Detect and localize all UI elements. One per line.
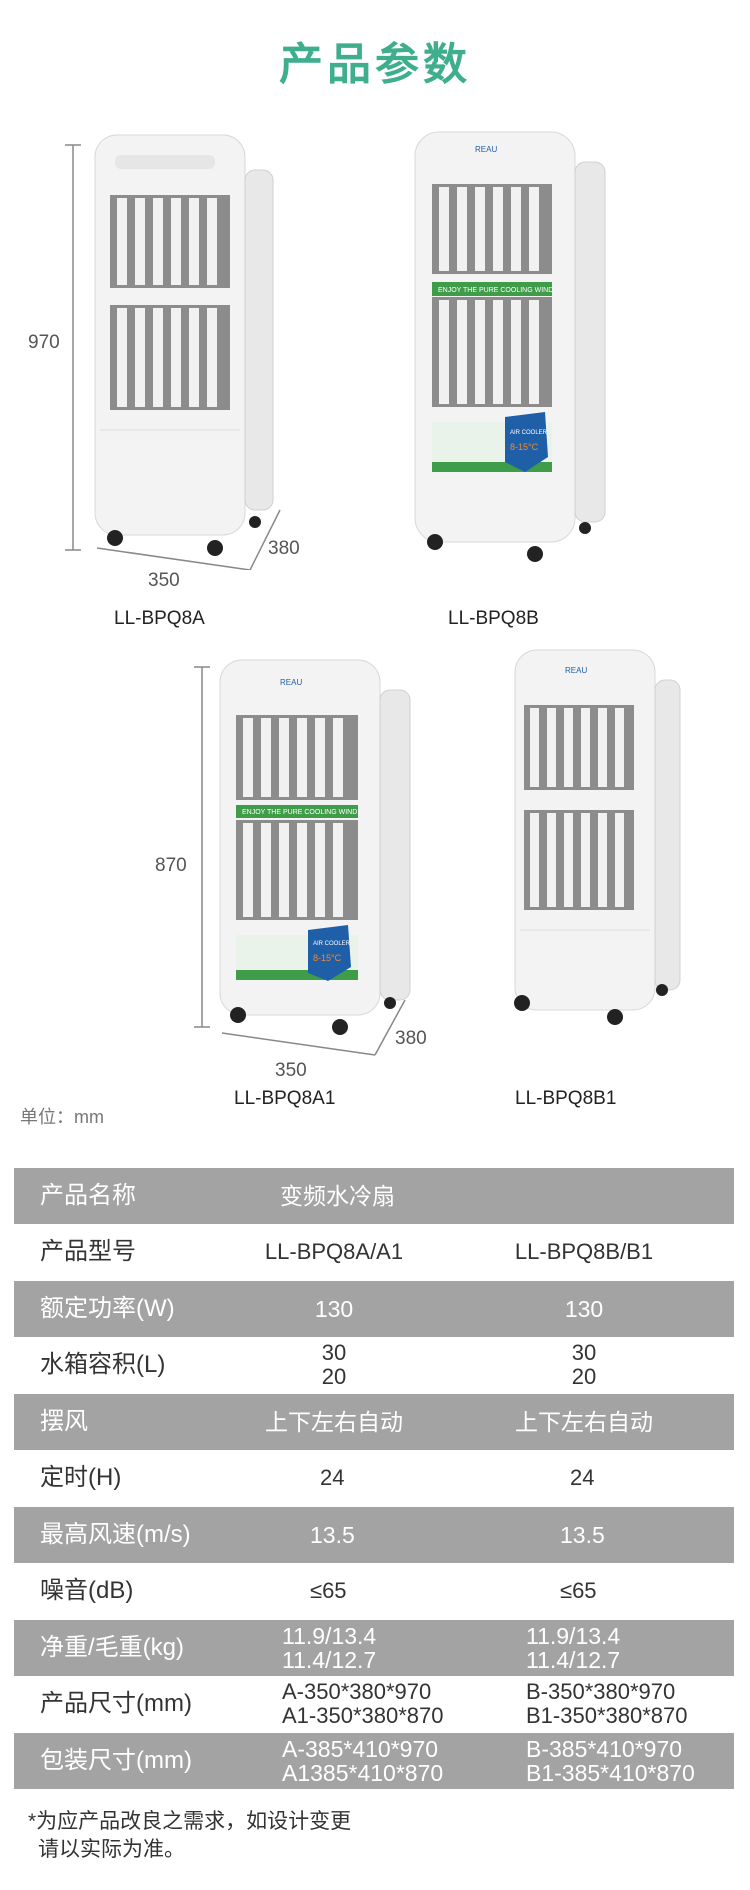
spec-row-product-name: 产品名称 变频水冷扇 bbox=[14, 1168, 734, 1225]
spec-value-b: 13.5 bbox=[560, 1521, 605, 1548]
badge-title-b: AIR COOLER bbox=[510, 430, 548, 436]
page-title: 产品参数 bbox=[279, 40, 471, 89]
spec-table: 产品名称 变频水冷扇 产品型号 LL-BPQ8A/A1 LL-BPQ8B/B1 … bbox=[14, 1168, 734, 1790]
badge-temp-a1: 8-15°C bbox=[313, 953, 342, 963]
height-dim-bpq8a: 970 bbox=[28, 332, 60, 353]
width-dim-bpq8a1: 350 bbox=[275, 1060, 307, 1081]
product-image-bpq8a1: REAU ENJOY THE PURE COOLING WIND AIR COO… bbox=[194, 659, 411, 1056]
brand-logo-a1: REAU bbox=[280, 678, 302, 687]
spec-label: 水箱容积(L) bbox=[40, 1351, 166, 1379]
decal-banner-b: ENJOY THE PURE COOLING WIND bbox=[438, 287, 553, 294]
spec-label: 包装尺寸(mm) bbox=[40, 1746, 192, 1774]
badge-title-a1: AIR COOLER bbox=[313, 941, 351, 947]
model-label-bpq8b: LL-BPQ8B bbox=[448, 608, 539, 629]
badge-temp-b: 8-15°C bbox=[510, 442, 539, 452]
spec-row-power: 额定功率(W) 130 130 bbox=[14, 1281, 734, 1338]
spec-value-b: 24 bbox=[570, 1465, 595, 1491]
spec-row-wind-speed: 最高风速(m/s) 13.5 13.5 bbox=[14, 1507, 734, 1564]
spec-label: 额定功率(W) bbox=[40, 1294, 175, 1322]
product-image-bpq8b1: REAU bbox=[514, 649, 681, 1025]
spec-value-a: LL-BPQ8A/A1 bbox=[264, 1239, 404, 1265]
spec-row-noise: 噪音(dB) ≤65 ≤65 bbox=[14, 1563, 734, 1620]
spec-value-b: LL-BPQ8B/B1 bbox=[514, 1239, 654, 1265]
model-label-bpq8a1: LL-BPQ8A1 bbox=[234, 1088, 336, 1109]
spec-value-b: ≤65 bbox=[560, 1578, 597, 1604]
spec-row-swing: 摆风 上下左右自动 上下左右自动 bbox=[14, 1394, 734, 1451]
spec-value-b: 130 bbox=[564, 1295, 604, 1322]
footnote-line-1: *为应产品改良之需求，如设计变更 bbox=[28, 1810, 352, 1833]
depth-dim-bpq8a: 380 bbox=[268, 538, 300, 559]
footnote-line-2: 请以实际为准。 bbox=[38, 1838, 185, 1861]
spec-value-a: 24 bbox=[320, 1465, 345, 1491]
footnote: *为应产品改良之需求，如设计变更 请以实际为准。 bbox=[28, 1808, 351, 1864]
spec-label: 产品名称 bbox=[40, 1181, 136, 1209]
spec-value-b: 上下左右自动 bbox=[515, 1408, 653, 1435]
model-label-bpq8b1: LL-BPQ8B1 bbox=[515, 1088, 617, 1109]
spec-row-timer: 定时(H) 24 24 bbox=[14, 1450, 734, 1507]
unit-note: 单位：mm bbox=[20, 1107, 104, 1127]
spec-value-a: 13.5 bbox=[310, 1521, 355, 1548]
model-label-bpq8a: LL-BPQ8A bbox=[114, 608, 205, 629]
spec-value-a: ≤65 bbox=[310, 1578, 347, 1604]
width-dim-bpq8a: 350 bbox=[148, 570, 180, 591]
brand-logo-b: REAU bbox=[475, 145, 497, 154]
height-dim-bpq8a1: 870 bbox=[155, 855, 187, 876]
product-image-bpq8a bbox=[65, 134, 281, 570]
brand-logo-b1: REAU bbox=[565, 666, 587, 675]
spec-value-a: 变频水冷扇 bbox=[280, 1182, 395, 1209]
spec-label: 产品尺寸(mm) bbox=[40, 1690, 192, 1718]
decal-banner-a1: ENJOY THE PURE COOLING WIND bbox=[242, 809, 357, 816]
spec-label: 最高风速(m/s) bbox=[40, 1520, 191, 1548]
spec-label: 净重/毛重(kg) bbox=[40, 1633, 184, 1661]
spec-label: 定时(H) bbox=[40, 1464, 122, 1492]
spec-value-a: 上下左右自动 bbox=[265, 1408, 403, 1435]
spec-label: 摆风 bbox=[40, 1407, 88, 1435]
depth-dim-bpq8a1: 380 bbox=[395, 1028, 427, 1049]
spec-label: 噪音(dB) bbox=[40, 1577, 134, 1605]
spec-row-model: 产品型号 LL-BPQ8A/A1 LL-BPQ8B/B1 bbox=[14, 1224, 734, 1281]
spec-value-a: 130 bbox=[314, 1295, 354, 1322]
product-image-bpq8b: REAU ENJOY THE PURE COOLING WIND AIR COO… bbox=[414, 131, 606, 562]
spec-label: 产品型号 bbox=[40, 1238, 136, 1266]
